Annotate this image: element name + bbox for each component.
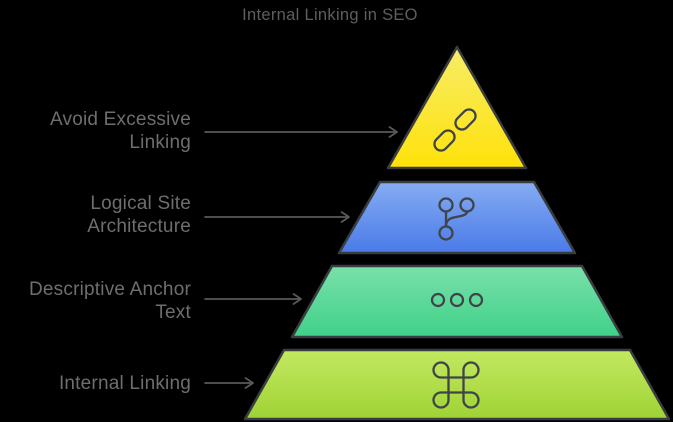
label-avoid-excessive-linking: Avoid Excessive Linking bbox=[50, 109, 191, 153]
pyramid-level-internal-linking bbox=[243, 348, 671, 421]
arrow-avoid-excessive-linking bbox=[204, 126, 398, 138]
link-icon bbox=[433, 108, 477, 152]
label-line: Internal Linking bbox=[59, 373, 191, 394]
pyramid-level-avoid-excessive-linking bbox=[386, 45, 528, 170]
git-branch-icon bbox=[438, 197, 475, 241]
label-internal-linking: Internal Linking bbox=[59, 373, 191, 394]
label-line: Avoid Excessive bbox=[50, 109, 191, 130]
pyramid-icons bbox=[430, 108, 484, 408]
label-line: Text bbox=[155, 302, 191, 323]
diagram-title: Internal Linking in SEO bbox=[242, 6, 418, 24]
label-descriptive-anchor-text: Descriptive Anchor Text bbox=[29, 279, 191, 323]
label-logical-site-architecture: Logical Site Architecture bbox=[87, 193, 191, 237]
arrow-logical-site-architecture bbox=[204, 211, 350, 223]
label-arrows bbox=[204, 126, 398, 389]
label-line: Logical Site bbox=[90, 193, 191, 214]
arrow-descriptive-anchor-text bbox=[204, 293, 302, 305]
command-icon bbox=[434, 363, 479, 408]
ellipsis-icon bbox=[430, 292, 484, 308]
level-labels: Avoid Excessive Linking Logical Site Arc… bbox=[29, 109, 191, 394]
label-line: Linking bbox=[129, 132, 191, 153]
label-line: Descriptive Anchor bbox=[29, 279, 191, 300]
label-line: Architecture bbox=[87, 216, 191, 237]
pyramid-level-descriptive-anchor-text bbox=[290, 264, 624, 339]
arrow-internal-linking bbox=[204, 377, 254, 389]
